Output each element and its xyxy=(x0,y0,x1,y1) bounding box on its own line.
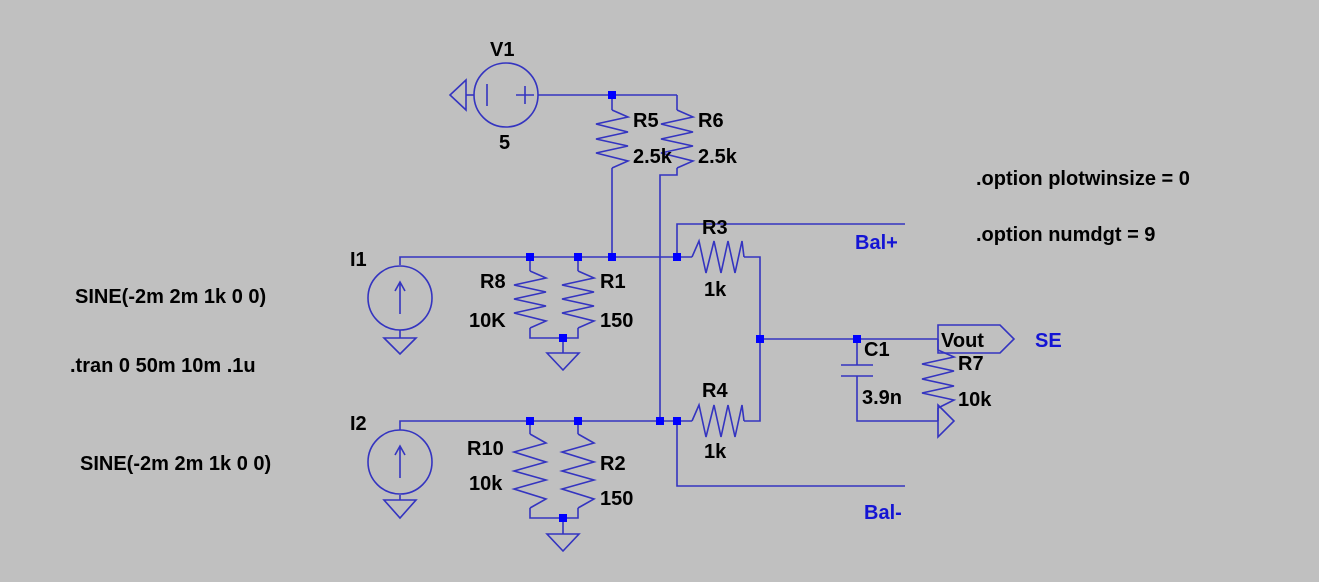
junction-dot xyxy=(574,253,582,261)
junction-dot xyxy=(608,253,616,261)
option-numdgt-directive: .option numdgt = 9 xyxy=(976,224,1155,246)
v1-voltage-source xyxy=(448,62,539,128)
v1-plus-mark xyxy=(516,86,534,104)
junction-dot xyxy=(526,417,534,425)
r7-name-label: R7 xyxy=(958,353,984,375)
i2-ground-icon xyxy=(382,499,418,520)
i2-name-label: I2 xyxy=(350,413,367,435)
option-plotwinsize-directive: .option plotwinsize = 0 xyxy=(976,168,1190,190)
i2-current-source xyxy=(367,429,433,495)
r6-resistor-icon xyxy=(660,109,696,169)
i1-ground-icon xyxy=(382,337,418,356)
r6-name-label: R6 xyxy=(698,110,724,132)
vout-flag-label: Vout xyxy=(941,330,984,352)
r10-resistor-icon xyxy=(511,433,549,509)
r8-r1-ground-icon xyxy=(545,352,581,372)
v1-name-label: V1 xyxy=(490,39,514,61)
r3-value-label: 1k xyxy=(704,279,727,301)
r8-resistor-icon xyxy=(513,270,549,329)
r1-resistor-icon xyxy=(561,270,597,329)
r7-ground-icon xyxy=(937,403,956,439)
junction-dot xyxy=(756,335,764,343)
junction-dot xyxy=(559,334,567,342)
net-label-se: SE xyxy=(1035,330,1062,352)
junction-dot xyxy=(673,253,681,261)
r1-name-label: R1 xyxy=(600,271,626,293)
r6-value-label: 2.5k xyxy=(698,146,738,168)
junction-dot xyxy=(608,91,616,99)
r2-value-label: 150 xyxy=(600,488,633,510)
r10-name-label: R10 xyxy=(467,438,504,460)
i1-arrow-icon xyxy=(394,280,406,314)
wire-r8-r1-bottom xyxy=(529,328,579,339)
i1-name-label: I1 xyxy=(350,249,367,271)
i1-circle xyxy=(367,265,433,331)
junction-dot xyxy=(559,514,567,522)
junction-dot xyxy=(526,253,534,261)
net-label-bal-minus: Bal- xyxy=(864,502,902,524)
r10-value-label: 10k xyxy=(469,473,503,495)
wire-bal-minus xyxy=(676,421,905,487)
r8-value-label: 10K xyxy=(469,310,506,332)
wire-bottom-bus xyxy=(399,420,692,430)
r5-name-label: R5 xyxy=(633,110,659,132)
i2-circle xyxy=(367,429,433,495)
r7-resistor-icon xyxy=(921,349,957,409)
wire-r6-bottom xyxy=(659,168,678,421)
r3-resistor-icon xyxy=(691,238,745,274)
r8-name-label: R8 xyxy=(480,271,506,293)
v1-value-label: 5 xyxy=(499,132,510,154)
r4-resistor-icon xyxy=(691,402,745,438)
r10-r2-ground-icon xyxy=(545,533,581,553)
r4-name-label: R4 xyxy=(702,380,728,402)
r5-value-label: 2.5k xyxy=(633,146,673,168)
net-label-bal-plus: Bal+ xyxy=(855,232,898,254)
junction-dot xyxy=(574,417,582,425)
wire-bal-plus xyxy=(676,223,905,257)
r1-value-label: 150 xyxy=(600,310,633,332)
c1-name-label: C1 xyxy=(864,339,890,361)
tran-directive: .tran 0 50m 10m .1u xyxy=(70,355,256,377)
i2-value-label: SINE(-2m 2m 1k 0 0) xyxy=(80,453,271,475)
c1-value-label: 3.9n xyxy=(862,387,902,409)
junction-dot xyxy=(673,417,681,425)
wire-top-bus xyxy=(399,256,692,265)
i1-current-source xyxy=(367,265,433,331)
wire-r10-r2-bottom xyxy=(529,508,579,519)
junction-dot xyxy=(656,417,664,425)
i1-value-label: SINE(-2m 2m 1k 0 0) xyxy=(75,286,266,308)
c1-capacitor xyxy=(841,364,873,377)
junction-dot xyxy=(853,335,861,343)
vout-flag-icon xyxy=(937,324,1016,354)
r2-name-label: R2 xyxy=(600,453,626,475)
wire-c1-bottom xyxy=(856,376,938,422)
junctions xyxy=(526,91,861,522)
r7-value-label: 10k xyxy=(958,389,992,411)
v1-ground-icon xyxy=(448,78,467,112)
r3-name-label: R3 xyxy=(702,217,728,239)
r4-value-label: 1k xyxy=(704,441,727,463)
r2-resistor-icon xyxy=(559,433,597,509)
r5-resistor-icon xyxy=(595,109,631,169)
i2-arrow-icon xyxy=(394,444,406,478)
